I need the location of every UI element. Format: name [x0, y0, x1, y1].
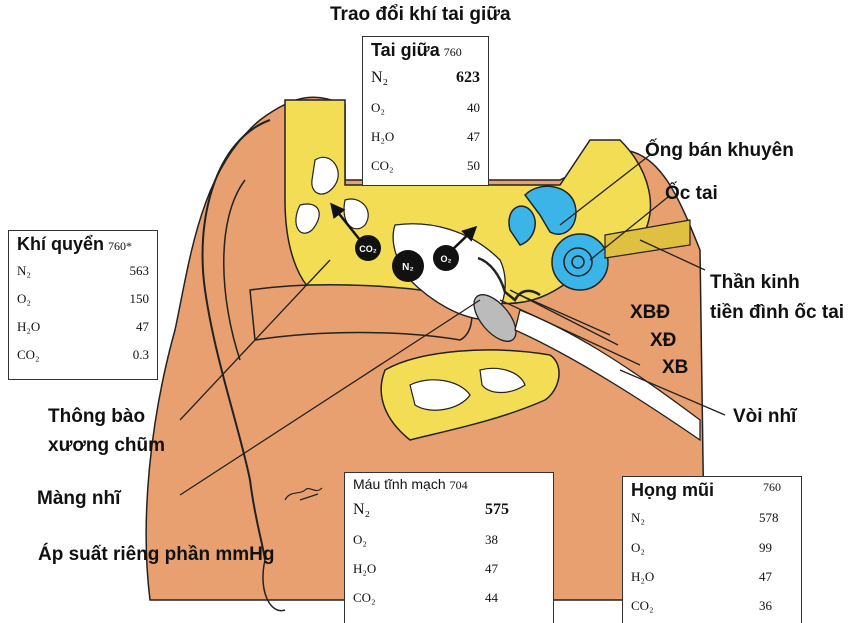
gas-value: 44	[485, 590, 498, 606]
gas-label: CO₂	[17, 347, 40, 363]
gas-label: H₂O	[17, 319, 40, 335]
cochlea-label: Ốc tai	[665, 183, 718, 206]
n2-bubble-label: N₂	[402, 262, 414, 273]
gas-label: N₂	[353, 501, 370, 519]
gas-label: N₂	[631, 510, 645, 526]
venous-blood-table: Máu tĩnh mạch 704 N₂ 575 O₂ 38 H₂O 47 CO₂ 44	[344, 472, 554, 623]
gas-value: 38	[485, 532, 498, 548]
gas-value: 40	[467, 100, 480, 116]
table-total: 760	[763, 480, 781, 495]
gas-label: N₂	[17, 263, 31, 279]
gas-value: 47	[485, 561, 498, 577]
gas-value: 578	[759, 510, 779, 526]
nerve-label-line2: tiền đình ốc tai	[710, 302, 844, 325]
gas-label: H₂O	[631, 569, 654, 585]
stapes-label: XBĐ	[630, 302, 670, 325]
mastoid-label-line1: Thông bào	[48, 406, 145, 429]
gas-label: N₂	[371, 69, 388, 87]
gas-value: 563	[130, 263, 150, 279]
gas-label: H₂O	[353, 561, 376, 577]
page-title: Trao đổi khí tai giữa	[330, 4, 511, 27]
table-total: 760*	[108, 239, 132, 254]
gas-value: 0.3	[133, 347, 149, 363]
units-label: Áp suất riêng phần mmHg	[38, 544, 274, 567]
gas-label: CO₂	[353, 590, 376, 606]
table-total: 704	[450, 478, 468, 493]
co2-bubble-label: CO₂	[359, 244, 377, 254]
gas-label: CO₂	[371, 158, 394, 174]
gas-value: 99	[759, 540, 772, 556]
nasopharynx-table: Họng mũi 760 N₂ 578 O₂ 99 H₂O 47 CO₂ 36	[622, 476, 802, 623]
table-title: Họng mũi	[631, 480, 714, 501]
gas-value: 575	[485, 501, 509, 519]
mastoid-label-line2: xương chũm	[48, 435, 165, 458]
semicircular-canal-label: Ống bán khuyên	[645, 140, 794, 163]
table-title: Khí quyển	[17, 234, 104, 255]
gas-value: 47	[467, 129, 480, 145]
gas-value: 47	[759, 569, 772, 585]
incus-label: XĐ	[650, 330, 676, 353]
gas-value: 150	[130, 291, 150, 307]
malleus-label: XB	[662, 357, 688, 380]
table-title: Tai giữa	[371, 40, 440, 61]
eardrum-label: Màng nhĩ	[37, 488, 120, 511]
gas-value: 623	[456, 69, 480, 87]
gas-label: O₂	[371, 100, 385, 116]
gas-label: O₂	[353, 532, 367, 548]
gas-label: CO₂	[631, 598, 654, 614]
middle-ear-table: Tai giữa 760 N₂ 623 O₂ 40 H₂O 47 CO₂ 50	[362, 36, 489, 186]
atmosphere-table: Khí quyển 760* N₂ 563 O₂ 150 H₂O 47 CO₂ 0.3	[8, 230, 158, 380]
gas-label: O₂	[17, 291, 31, 307]
gas-label: O₂	[631, 540, 645, 556]
gas-label: H₂O	[371, 129, 394, 145]
eustachian-tube-label: Vòi nhĩ	[733, 406, 796, 429]
table-total: 760	[444, 45, 462, 60]
table-title: Máu tĩnh mạch	[353, 476, 446, 492]
gas-value: 50	[467, 158, 480, 174]
o2-bubble-label: O₂	[441, 254, 452, 264]
gas-value: 47	[136, 319, 149, 335]
gas-value: 36	[759, 598, 772, 614]
nerve-label-line1: Thần kinh	[710, 272, 800, 295]
